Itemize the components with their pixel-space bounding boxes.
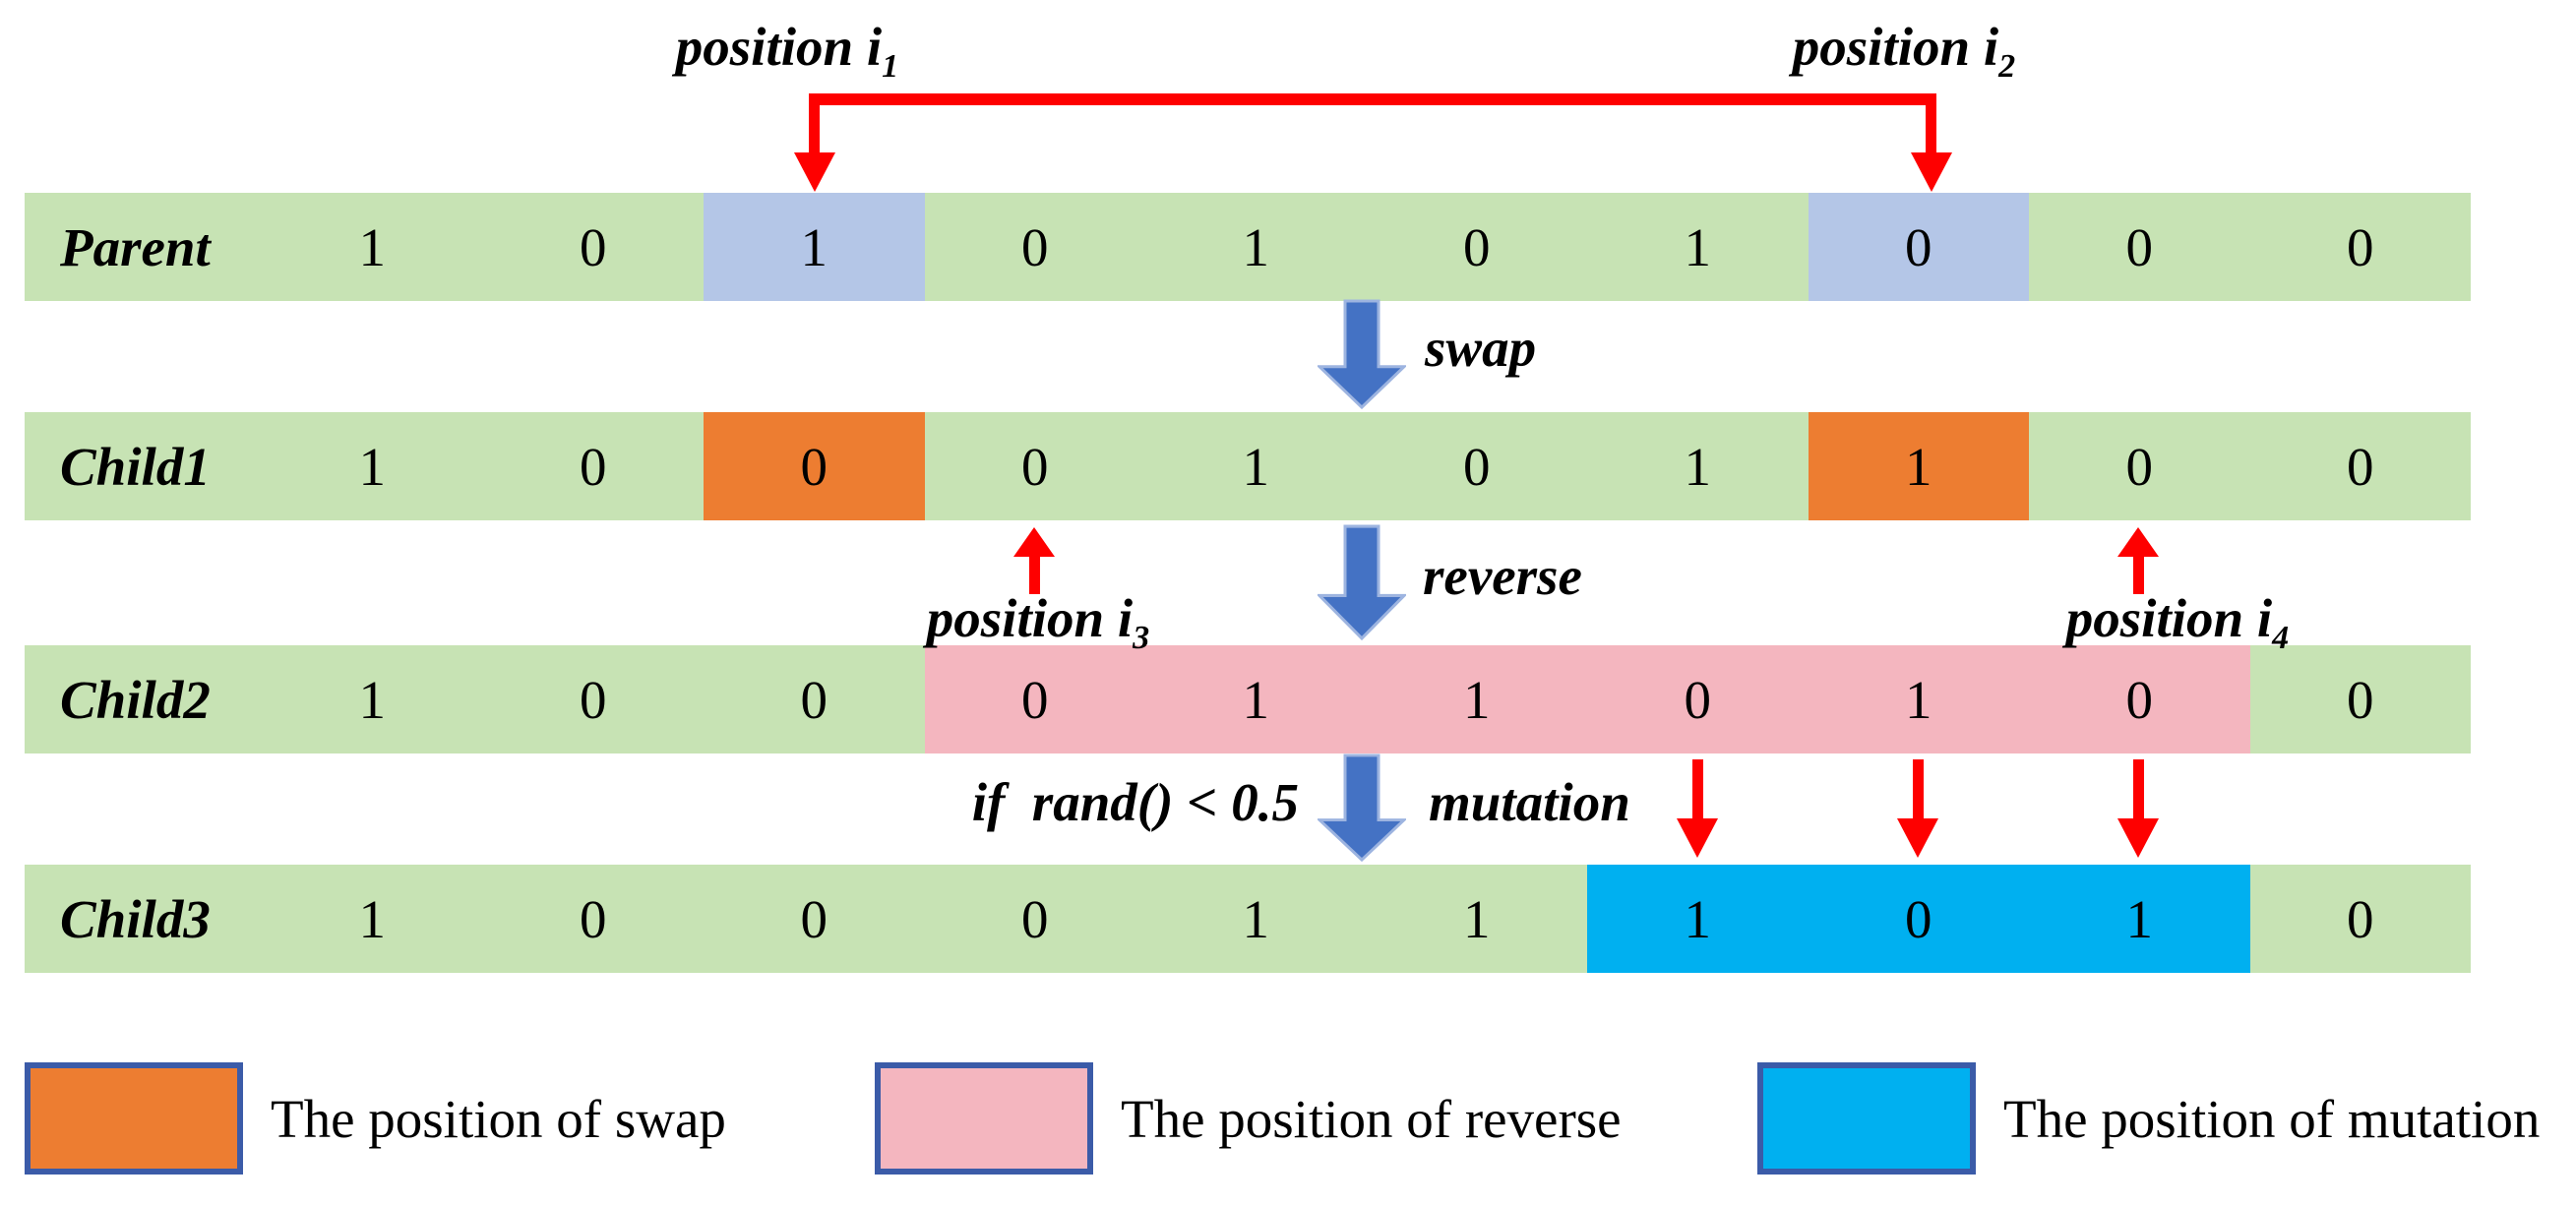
bracket-left-line <box>809 93 820 154</box>
mutation-label: mutation <box>1429 772 1630 832</box>
i4-arrowhead-icon <box>2117 527 2159 557</box>
gene-cell: 0 <box>1021 436 1049 497</box>
reverse-arrow-icon <box>1318 524 1406 640</box>
i3-arrow-line <box>1029 553 1040 594</box>
gene-cell: 1 <box>1808 412 2029 520</box>
gene-cell: 1 <box>1145 645 1367 753</box>
gene-cell: 0 <box>2125 436 2154 497</box>
gene-cell: 1 <box>1684 216 1712 277</box>
legend-item-swap: The position of swap <box>25 1062 726 1175</box>
gene-cell: 1 <box>358 669 387 730</box>
legend-item-reverse: The position of reverse <box>875 1062 1622 1175</box>
gene-cell: 1 <box>358 436 387 497</box>
gene-cell: 0 <box>1021 888 1049 949</box>
mutation-arrowhead-icon <box>1897 818 1938 858</box>
swap-label: swap <box>1425 318 1537 378</box>
gene-cell: 1 <box>358 888 387 949</box>
gene-cell: 0 <box>1808 193 2029 301</box>
position-i2-label: position i2 <box>1747 16 2061 84</box>
mutation-arrowhead-icon <box>2117 818 2159 858</box>
gene-cell: 1 <box>1808 645 2029 753</box>
gene-cell: 0 <box>580 669 607 730</box>
mutation-arrowhead-icon <box>1677 818 1718 858</box>
mutation-arrow-line <box>1692 759 1703 820</box>
gene-cell: 0 <box>1463 436 1491 497</box>
bracket-horizontal-line <box>809 93 1936 105</box>
position-i1-text: position i <box>675 17 883 77</box>
row-label-child2: Child2 <box>60 669 211 730</box>
row-label-child3: Child3 <box>60 888 211 949</box>
bracket-right-arrowhead-icon <box>1911 152 1952 192</box>
mutation-arrow-line <box>2133 759 2144 820</box>
gene-cell: 0 <box>800 669 828 730</box>
gene-cell: 1 <box>1587 865 1809 973</box>
gene-cell: 1 <box>1242 216 1270 277</box>
mutation-arrow-icon <box>1318 753 1406 862</box>
position-i3-label: position i3 <box>886 587 1191 655</box>
gene-cell: 1 <box>704 193 925 301</box>
position-i4-subscript: 4 <box>2272 620 2290 656</box>
legend-label-mutation: The position of mutation <box>2003 1088 2541 1149</box>
gene-cell: 0 <box>1463 216 1491 277</box>
position-i3-text: position i <box>926 588 1134 648</box>
bracket-left-arrowhead-icon <box>794 152 835 192</box>
gene-cell: 0 <box>1021 216 1049 277</box>
position-i1-label: position i1 <box>630 16 945 84</box>
legend-item-mutation: The position of mutation <box>1757 1062 2540 1175</box>
legend-swatch-mutation <box>1757 1062 1976 1175</box>
chromosome-row-parent: Parent 1 0 1 0 1 0 1 0 0 0 <box>25 193 2471 301</box>
mutation-arrow-line <box>1913 759 1924 820</box>
chromosome-row-child1: Child1 1 0 0 0 1 0 1 1 0 0 <box>25 412 2471 520</box>
gene-cell: 1 <box>358 216 387 277</box>
legend-swatch-reverse <box>875 1062 1093 1175</box>
row-label-child1: Child1 <box>60 436 211 497</box>
legend-label-reverse: The position of reverse <box>1121 1088 1622 1149</box>
gene-cell: 0 <box>924 645 1145 753</box>
bracket-right-line <box>1926 93 1936 154</box>
position-i2-text: position i <box>1792 17 1999 77</box>
mutation-condition-label: if rand() < 0.5 <box>971 772 1299 832</box>
position-i4-label: position i4 <box>2025 587 2330 655</box>
gene-cell: 1 <box>2029 865 2250 973</box>
gene-cell: 1 <box>1242 888 1270 949</box>
gene-cell: 0 <box>2347 436 2374 497</box>
row-label-parent: Parent <box>60 216 211 277</box>
position-i3-subscript: 3 <box>1133 620 1150 656</box>
gene-cell: 0 <box>2029 645 2250 753</box>
reverse-label: reverse <box>1423 546 1582 606</box>
position-i4-text: position i <box>2065 588 2273 648</box>
position-i2-subscript: 2 <box>1998 48 2016 85</box>
gene-cell: 0 <box>580 436 607 497</box>
gene-cell: 0 <box>580 216 607 277</box>
gene-cell: 0 <box>2125 216 2154 277</box>
swap-arrow-icon <box>1318 299 1406 409</box>
gene-cell: 0 <box>704 412 925 520</box>
legend-swatch-swap <box>25 1062 243 1175</box>
gene-cell: 0 <box>800 888 828 949</box>
gene-cell: 0 <box>1587 645 1809 753</box>
i3-arrowhead-icon <box>1013 527 1055 557</box>
gene-cell: 0 <box>2347 669 2374 730</box>
gene-cell: 1 <box>1684 436 1712 497</box>
gene-cell: 1 <box>1463 888 1491 949</box>
position-i1-subscript: 1 <box>882 48 899 85</box>
gene-cell: 0 <box>1808 865 2029 973</box>
gene-cell: 0 <box>2347 216 2374 277</box>
gene-cell: 0 <box>2347 888 2374 949</box>
gene-cell: 1 <box>1242 436 1270 497</box>
gene-cell: 0 <box>580 888 607 949</box>
gene-cell: 1 <box>1366 645 1587 753</box>
i4-arrow-line <box>2133 553 2144 594</box>
legend-label-swap: The position of swap <box>271 1088 726 1149</box>
